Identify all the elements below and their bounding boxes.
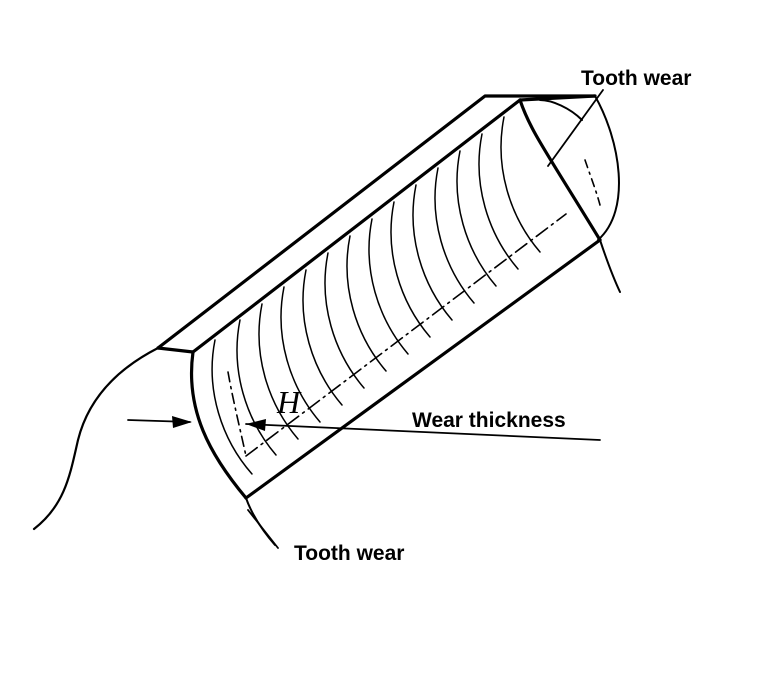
right-top-curve bbox=[539, 99, 583, 121]
wear-thickness-label: Wear thickness bbox=[412, 409, 566, 432]
tooth-wear-label-bottom: Tooth wear bbox=[294, 542, 405, 565]
dimension-arrow-right bbox=[246, 419, 266, 431]
wear-marks bbox=[211, 116, 541, 475]
center-line-left-end bbox=[227, 371, 247, 457]
leader-line-bottom bbox=[247, 509, 279, 549]
right-end-face-curve bbox=[594, 95, 620, 241]
gear-tooth-outline bbox=[156, 94, 602, 500]
leader-line-top bbox=[547, 89, 604, 167]
center-line-top-end bbox=[584, 159, 601, 206]
leader-line-wear-thickness bbox=[245, 423, 601, 441]
dimension-arrow-left bbox=[172, 416, 192, 428]
right-flank-curve bbox=[599, 239, 621, 293]
dimension-symbol: H bbox=[277, 384, 301, 420]
center-line bbox=[245, 213, 567, 457]
tooth-wear-label-top: Tooth wear bbox=[581, 67, 692, 90]
left-flank-curve bbox=[32, 346, 160, 531]
